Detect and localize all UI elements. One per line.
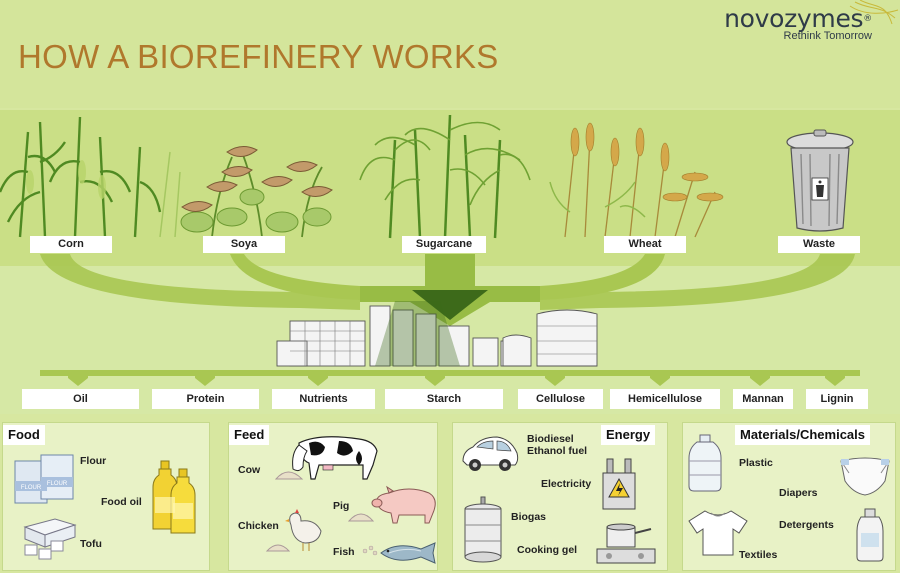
- food-label-tofu: Tofu: [80, 538, 102, 550]
- energy-panel: Energy Biodiesel Ethanol fuel Electricit…: [452, 422, 668, 571]
- chicken-feed-pile-icon: [265, 544, 291, 552]
- materials-label-detergents: Detergents: [779, 519, 834, 531]
- feed-label-pig: Pig: [333, 500, 350, 512]
- fraction-label-protein: Protein: [152, 389, 259, 409]
- cow-feed-pile-icon: [274, 471, 304, 480]
- materials-panel: Materials/Chemicals Plastic Diapers Dete…: [682, 422, 896, 571]
- feed-label-cow: Cow: [238, 464, 261, 476]
- brand-logo[interactable]: novozymes® Rethink Tomorrow: [724, 4, 872, 42]
- car-icon: [462, 436, 519, 471]
- energy-label-cooking-gel: Cooking gel: [517, 544, 578, 556]
- feed-panel-title: Feed: [229, 425, 270, 445]
- soya-plants-illustration: [180, 146, 333, 238]
- brand-registered: ®: [863, 14, 872, 24]
- input-label-corn: Corn: [30, 236, 112, 253]
- food-label-food-oil: Food oil: [101, 496, 142, 508]
- logo-flourish-icon: [849, 0, 899, 25]
- biorefinery-plant-illustration: [276, 301, 598, 367]
- trash-can-icon: [786, 129, 854, 232]
- energy-panel-title: Energy: [601, 425, 656, 445]
- sugarcane-plants-illustration: [359, 114, 531, 239]
- diaper-icon: [840, 457, 890, 496]
- fraction-label-nutrients: Nutrients: [272, 389, 375, 409]
- input-label-sugarcane: Sugarcane: [402, 236, 486, 253]
- food-panel-title: Food: [3, 425, 45, 445]
- fraction-label-oil: Oil: [22, 389, 139, 409]
- fish-feed-icon: [362, 545, 378, 556]
- cooking-stove-icon: [596, 523, 656, 564]
- feed-label-chicken: Chicken: [238, 520, 279, 532]
- input-label-soya: Soya: [203, 236, 285, 253]
- transformer-icon: [602, 458, 636, 510]
- fraction-label-mannan: Mannan: [733, 389, 793, 409]
- page-title: HOW A BIOREFINERY WORKS: [18, 38, 499, 75]
- plastic-bottle-icon: [688, 434, 722, 492]
- food-panel: Food FLOUR FLOUR Flour Food oil Tofu: [2, 422, 210, 571]
- tofu-icon: [23, 518, 77, 560]
- brand-name: novozymes: [724, 4, 864, 33]
- feed-panel: Feed Cow Pig Chicken Fish: [228, 422, 438, 571]
- wheat-plants-illustration: [549, 122, 724, 238]
- fraction-label-hemicellulose: Hemicellulose: [610, 389, 720, 409]
- materials-label-diapers: Diapers: [779, 487, 818, 499]
- food-label-flour: Flour: [80, 455, 107, 467]
- fraction-label-starch: Starch: [385, 389, 503, 409]
- input-label-waste: Waste: [778, 236, 860, 253]
- energy-label-electricity: Electricity: [541, 478, 592, 490]
- corn-plants-illustration: [0, 116, 181, 238]
- materials-label-textiles: Textiles: [739, 549, 778, 561]
- cow-icon: [292, 436, 378, 480]
- brand-tagline: Rethink Tomorrow: [783, 30, 872, 42]
- fish-icon: [380, 542, 436, 564]
- input-label-wheat: Wheat: [604, 236, 686, 253]
- feed-label-fish: Fish: [333, 546, 355, 558]
- biogas-tank-icon: [464, 496, 502, 563]
- tshirt-icon: [688, 510, 748, 556]
- fraction-label-cellulose: Cellulose: [518, 389, 603, 409]
- energy-label-biogas: Biogas: [511, 511, 547, 523]
- energy-label-biodiesel: Biodiesel: [527, 433, 574, 445]
- energy-label-ethanol-fuel: Ethanol fuel: [527, 445, 588, 457]
- materials-label-plastic: Plastic: [739, 457, 773, 469]
- svg-text:FLOUR: FLOUR: [47, 481, 68, 487]
- oil-bottles-icon: [152, 460, 196, 534]
- detergent-bottle-icon: [856, 508, 884, 562]
- header-band: [0, 0, 900, 108]
- materials-panel-title: Materials/Chemicals: [735, 425, 871, 445]
- fraction-label-lignin: Lignin: [806, 389, 868, 409]
- chicken-icon: [285, 509, 322, 551]
- svg-text:FLOUR: FLOUR: [21, 485, 42, 491]
- pig-icon: [371, 485, 436, 524]
- pig-feed-pile-icon: [347, 513, 375, 522]
- flour-bags-icon: FLOUR FLOUR: [14, 454, 74, 504]
- input-funnel-arrows: [40, 254, 855, 326]
- fraction-distribution-arrows: [40, 370, 860, 386]
